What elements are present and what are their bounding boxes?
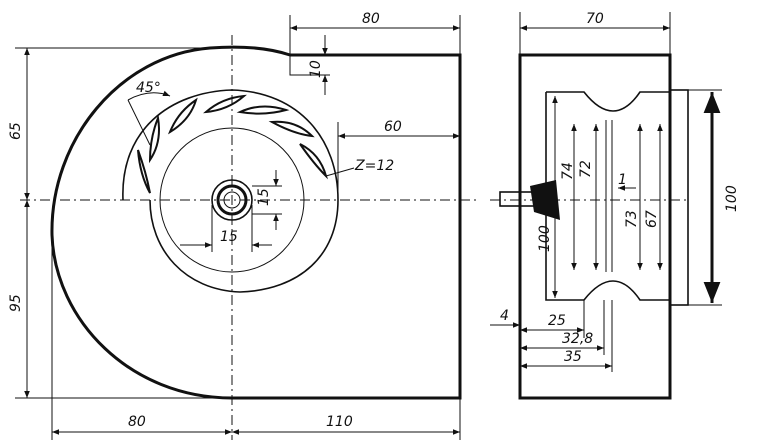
dim-outlet-height: 100 — [724, 185, 740, 212]
side-view: 70 100 74 72 73 67 100 1 — [490, 11, 740, 400]
dim-100-inner: 100 — [537, 225, 553, 252]
dim-67: 67 — [644, 210, 660, 228]
dim-outlet-offset: 10 — [308, 60, 324, 78]
impeller-profile — [545, 91, 670, 301]
dim-35: 35 — [564, 349, 582, 365]
dim-top-height: 65 — [8, 122, 24, 140]
dim-right-width: 110 — [326, 414, 353, 430]
dim-74: 74 — [560, 162, 576, 180]
side-dimensions: 70 100 74 72 73 67 100 1 — [490, 11, 740, 372]
dim-32-8: 32,8 — [562, 331, 593, 347]
cutoff-line — [289, 55, 330, 76]
blade-count: Z=12 — [354, 158, 394, 174]
front-dimensions: 80 10 65 95 45° 60 Z=12 — [8, 11, 461, 440]
impeller-blades — [137, 94, 328, 194]
dim-bottom-height: 95 — [8, 294, 24, 312]
dim-blade-angle: 45° — [136, 80, 161, 96]
inner-spiral — [149, 199, 339, 293]
dim-72: 72 — [578, 160, 594, 178]
dim-radius-60: 60 — [384, 119, 402, 135]
dim-hub-width: 15 — [220, 229, 238, 245]
side-outlet — [669, 89, 689, 306]
dim-hub-height: 15 — [256, 188, 272, 206]
volute-casing — [50, 45, 462, 400]
front-view: 80 10 65 95 45° 60 Z=12 — [8, 11, 480, 440]
dim-outlet-width: 80 — [362, 11, 380, 27]
dim-25: 25 — [548, 313, 566, 329]
label-1: 1 — [618, 172, 627, 188]
dim-total-width: 70 — [586, 11, 604, 27]
label-4: 4 — [500, 308, 509, 324]
dim-73: 73 — [624, 210, 640, 228]
dim-left-width: 80 — [128, 414, 146, 430]
